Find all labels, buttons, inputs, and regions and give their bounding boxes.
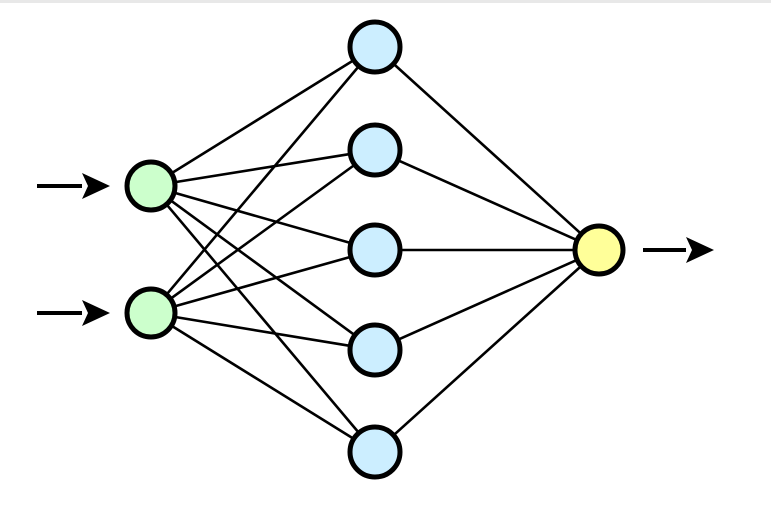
connection-edge: [168, 163, 357, 301]
connection-edge: [173, 152, 352, 184]
hidden-layer-node-2[interactable]: [347, 122, 403, 178]
connection-edge: [391, 264, 583, 437]
hidden-layer-node-4[interactable]: [347, 322, 403, 378]
connection-edge: [396, 258, 579, 342]
input-layer-node-1[interactable]: [124, 159, 178, 213]
connection-edge: [169, 58, 356, 175]
arrow-head: [82, 173, 110, 199]
hidden-layer-node-1[interactable]: [347, 19, 403, 75]
connection-edge: [172, 255, 353, 309]
io-arrows-group: [37, 173, 714, 326]
connection-edge: [396, 158, 579, 242]
connection-edge: [391, 62, 583, 236]
connection-edge: [172, 191, 353, 245]
connection-edge: [168, 198, 357, 337]
input-layer-node-2[interactable]: [124, 286, 178, 340]
hidden-layer-node-5[interactable]: [347, 424, 403, 480]
connection-edge: [164, 64, 361, 297]
hidden-layer-node-3[interactable]: [347, 222, 403, 278]
connection-edge: [169, 324, 356, 441]
nodes-group: [124, 19, 626, 480]
output-arrow-1: [643, 237, 714, 263]
top-edge-band: [0, 0, 771, 3]
output-layer-node-1[interactable]: [572, 223, 626, 277]
connection-edge: [164, 202, 361, 435]
connection-edge: [173, 315, 352, 348]
arrow-head: [82, 300, 110, 326]
input-arrow-2: [37, 300, 110, 326]
input-arrow-1: [37, 173, 110, 199]
edges-group: [164, 58, 583, 441]
arrow-head: [686, 237, 714, 263]
